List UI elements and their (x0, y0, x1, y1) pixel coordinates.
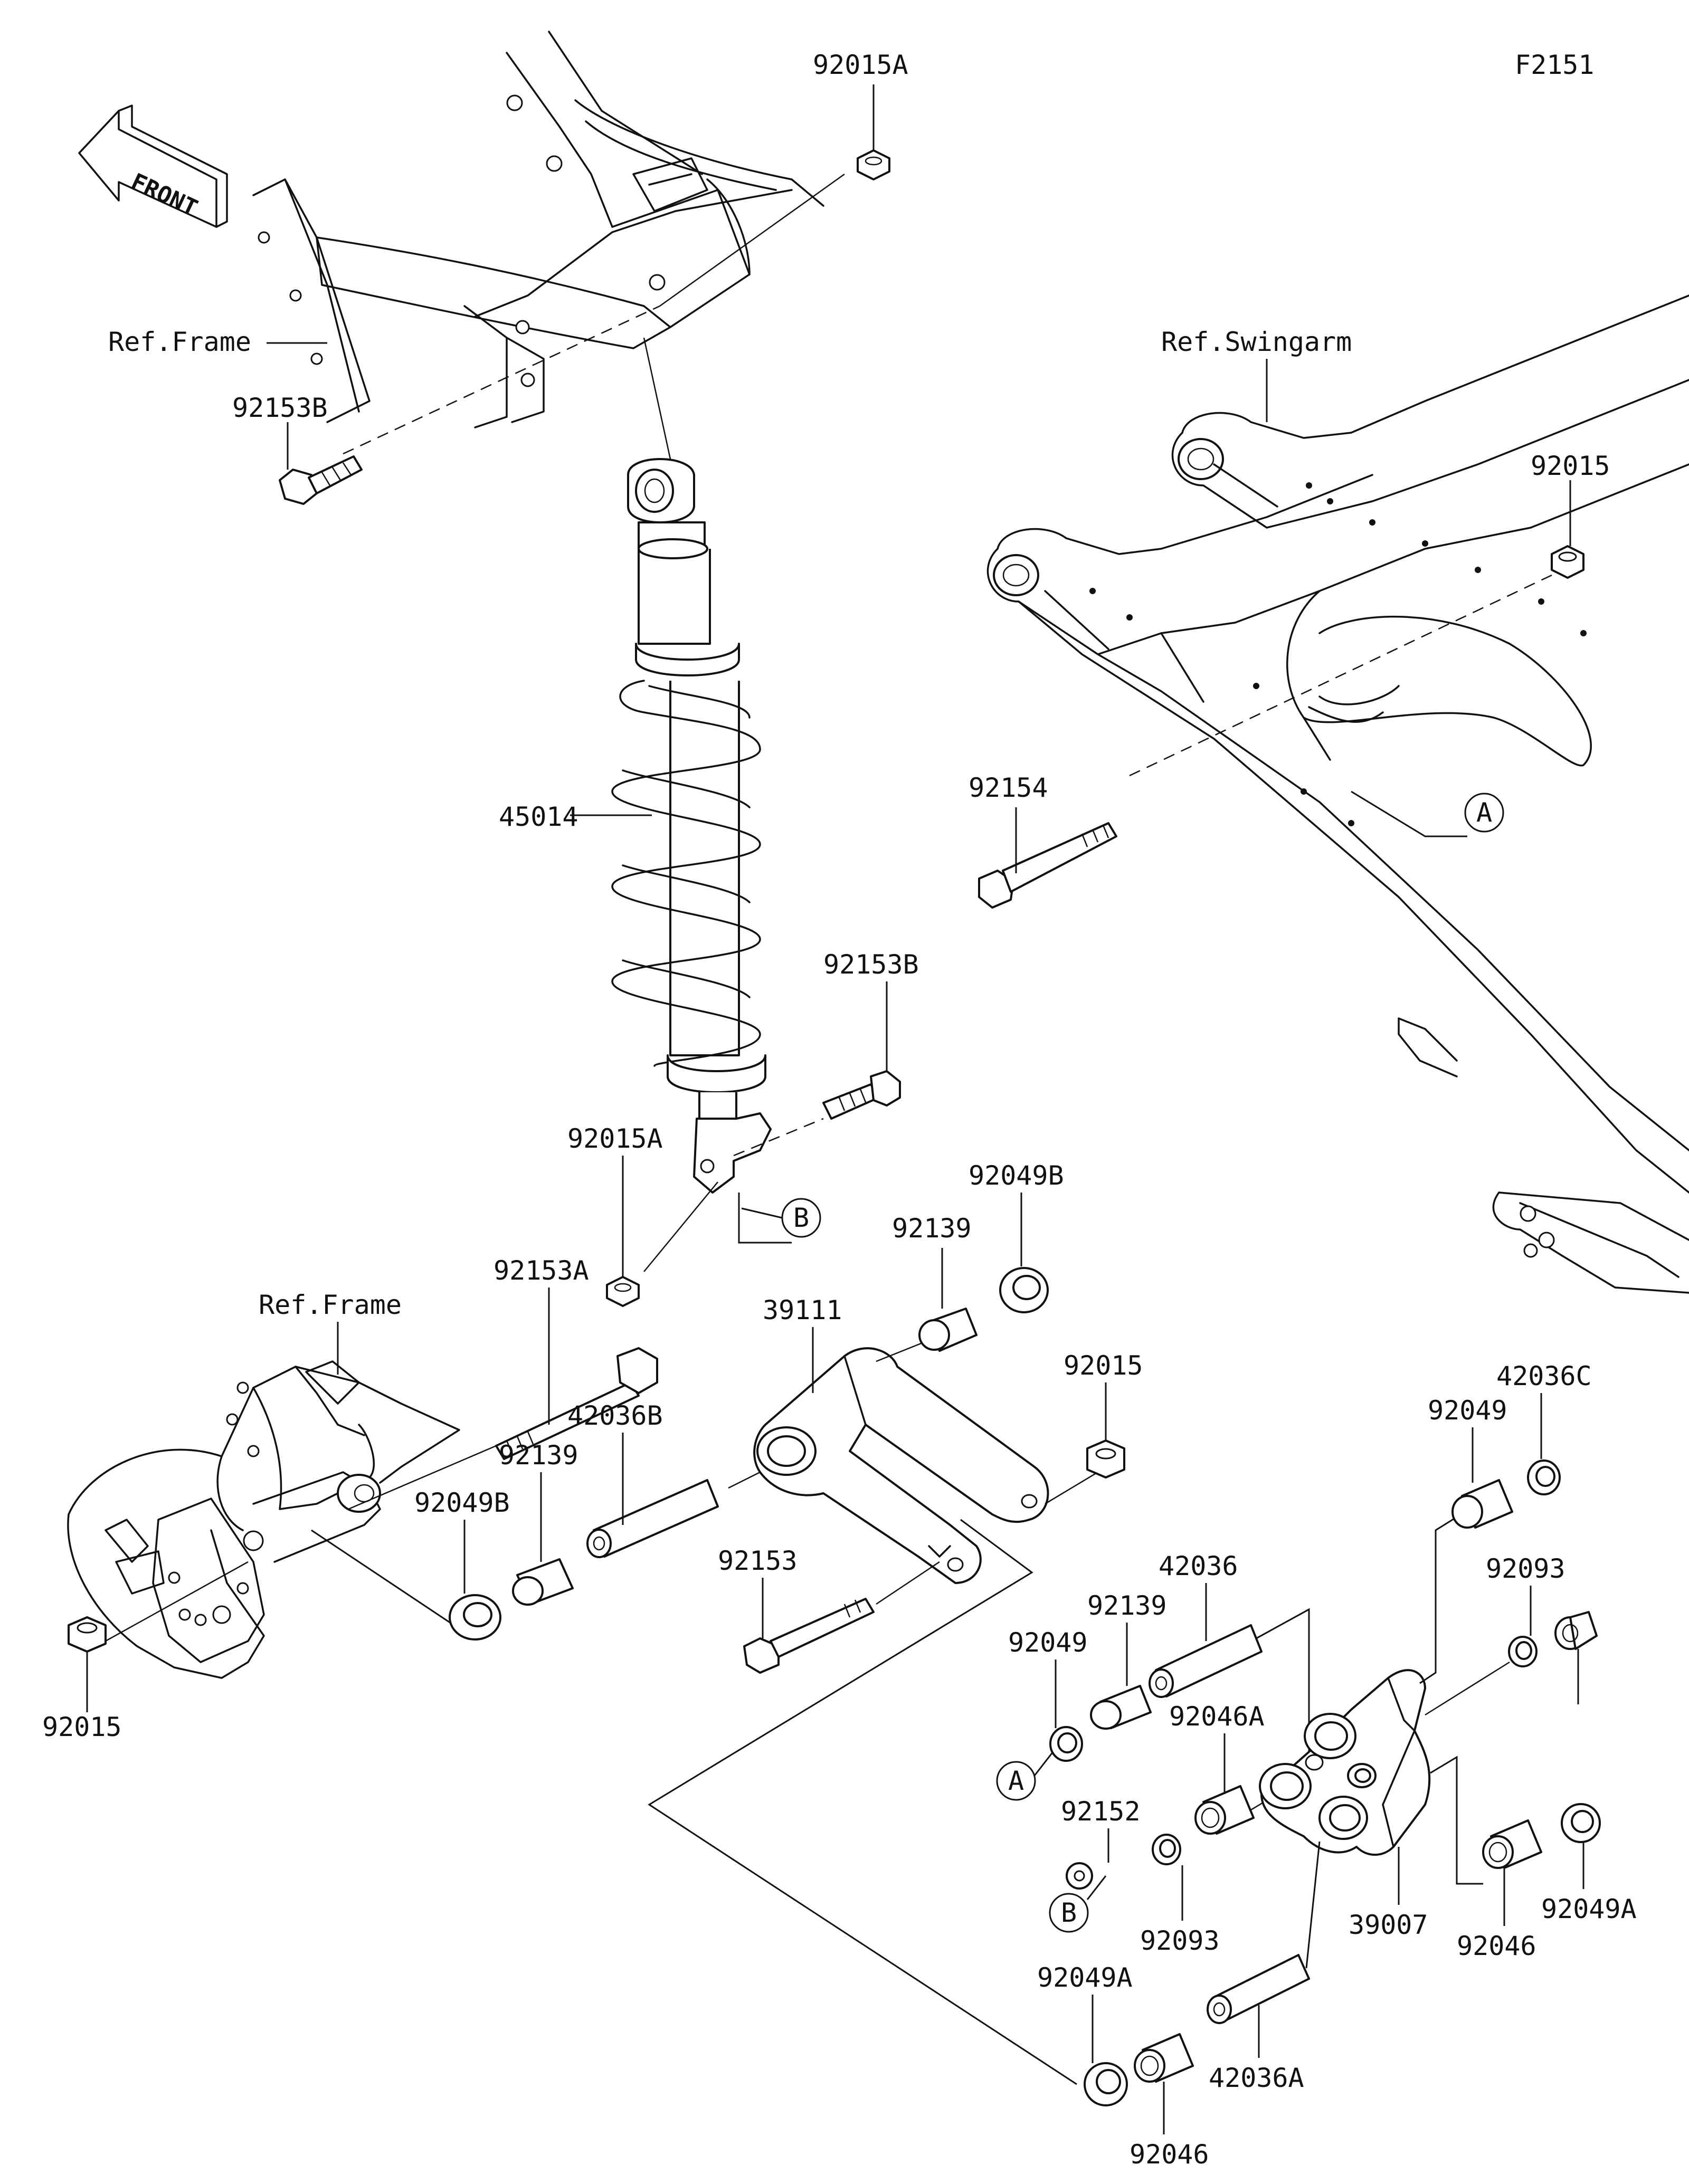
collar-92139-lower (1090, 1685, 1152, 1730)
washer-92049a-right (1561, 1803, 1601, 1843)
part-label: 39007 (1349, 1910, 1428, 1940)
part-label: 42036C (1496, 1361, 1592, 1391)
part-label: 92049 (1008, 1627, 1088, 1658)
collar-92139-left (512, 1558, 574, 1606)
front-arrow-icon: FRONT (78, 104, 228, 228)
ref-swingarm-label: Ref.Swingarm (1161, 327, 1352, 357)
ref-frame-bottom-label: Ref.Frame (259, 1290, 402, 1320)
part-label: 92015A (813, 50, 908, 80)
bolt-92154 (978, 822, 1117, 909)
frame-upper-drawing (252, 31, 824, 428)
washer-92093-right (1508, 1636, 1538, 1667)
part-label: 92049A (1541, 1894, 1637, 1924)
part-label: 42036 (1159, 1551, 1238, 1581)
part-label: 92049 (1428, 1395, 1507, 1426)
nut-92015-lower (68, 1616, 107, 1653)
nut-92015a-lower (606, 1276, 640, 1307)
part-label: 92049B (969, 1160, 1064, 1191)
circle-mark-a-lower (996, 1761, 1036, 1801)
swingarm-drawing (986, 294, 1689, 1294)
part-label: 92049A (1037, 1962, 1133, 1993)
frame-lower-drawing (67, 1360, 460, 1679)
nut-92015-middle (1086, 1439, 1125, 1479)
washer-92049-right (1527, 1460, 1561, 1495)
part-label: 42036A (1209, 2063, 1304, 2093)
front-label: FRONT (127, 168, 202, 222)
circle-b-lower-label: B (1061, 1897, 1077, 1928)
circle-mark-a (1464, 793, 1504, 833)
circle-a-lower-label: A (1008, 1766, 1024, 1796)
part-label: 45014 (499, 802, 578, 832)
shock-absorber-45014 (611, 458, 772, 1194)
part-label: 92139 (1087, 1590, 1167, 1621)
part-label: 92153B (823, 949, 919, 980)
circle-mark-b-lower (1049, 1893, 1089, 1933)
part-label: 92093 (1140, 1925, 1220, 1956)
part-label: 92093 (1486, 1553, 1565, 1584)
bolt-92153b-lower (822, 1070, 901, 1120)
part-label: 92046 (1457, 1931, 1536, 1961)
part-label: 92153 (718, 1546, 798, 1576)
collar-92139-right (1451, 1479, 1513, 1529)
bearing-92046-right (1482, 1819, 1542, 1869)
bolt-92153 (743, 1598, 875, 1674)
bolt-92153a (495, 1347, 658, 1460)
part-label: 92152 (1061, 1796, 1141, 1827)
bearing-92046-lower (1134, 2033, 1194, 2083)
sleeve-42036a (1207, 1954, 1310, 2024)
washer-92093-lower (1152, 1834, 1181, 1865)
part-label: 92015 (1531, 451, 1610, 481)
part-label: 92153B (232, 393, 328, 423)
part-label: 92046 (1130, 2139, 1209, 2170)
part-label: 92049B (414, 1487, 510, 1518)
part-label: 92015 (42, 1712, 122, 1742)
part-label: 92154 (969, 772, 1048, 803)
washer-92049a-lower (1084, 2062, 1128, 2106)
nut-92015-swingarm (1551, 545, 1584, 579)
washer-92049b-upper (999, 1267, 1049, 1313)
washer-92049b-left (449, 1594, 501, 1641)
bearing-92046a (1194, 1785, 1255, 1835)
part-label: 42036B (567, 1400, 663, 1431)
part-label: 92046A (1169, 1701, 1265, 1732)
circle-a-label: A (1476, 797, 1492, 828)
tie-rod-39111 (753, 1347, 1049, 1584)
sleeve-42036b (586, 1479, 719, 1558)
part-label: 39111 (763, 1295, 842, 1325)
part-label: 92139 (499, 1440, 578, 1471)
part-label: 92139 (892, 1213, 972, 1244)
collar-42036c (1554, 1611, 1598, 1650)
washer-92152 (1066, 1862, 1093, 1890)
part-label: 92015A (567, 1123, 663, 1154)
part-label: 92015 (1064, 1350, 1143, 1381)
nut-92015a-top (857, 149, 890, 180)
rocker-arm-39007 (1259, 1669, 1431, 1856)
circle-b-label: B (793, 1203, 809, 1233)
ref-frame-top-label: Ref.Frame (108, 327, 251, 357)
part-label: 92153A (494, 1255, 589, 1286)
collar-92139-upper (918, 1308, 978, 1352)
bolt-92153b-top (279, 455, 363, 505)
figure-code: F2151 (1515, 50, 1595, 80)
sleeve-42036 (1149, 1624, 1263, 1698)
washer-92049-a-side (1049, 1726, 1083, 1762)
